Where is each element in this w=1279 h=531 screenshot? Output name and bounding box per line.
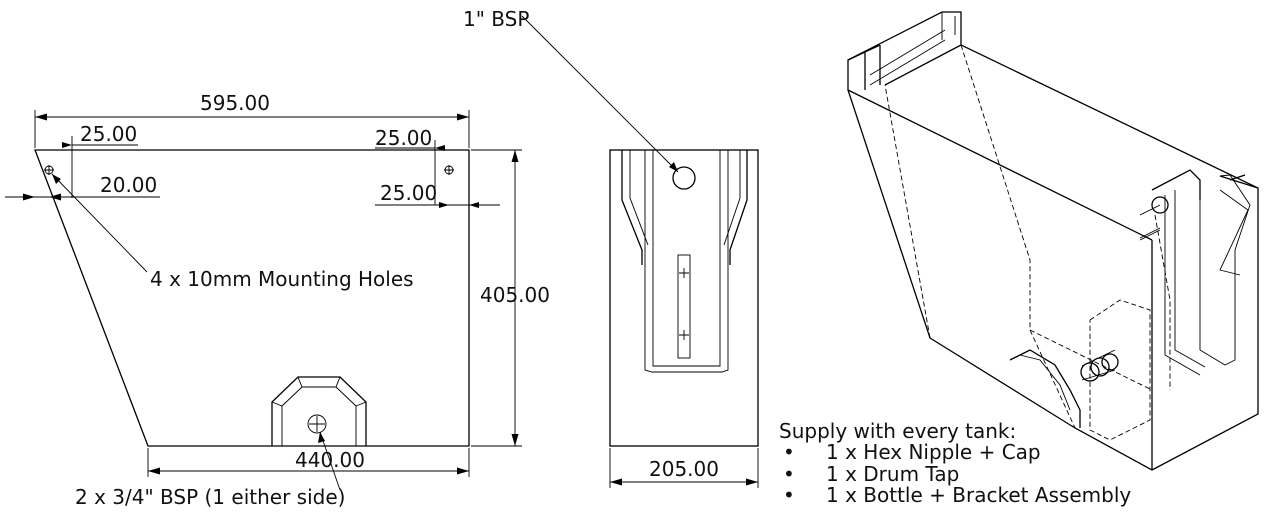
dim-width-top: 595.00 (200, 91, 270, 115)
sight-slot (677, 254, 691, 359)
notes-item: 1 x Bottle + Bracket Assembly (826, 483, 1131, 507)
label-outlet-bsp: 2 x 3/4" BSP (1 either side) (75, 485, 345, 509)
inlet-hole (672, 166, 696, 190)
dim-hole-right-x: 25.00 (375, 126, 432, 150)
outlet-hole (307, 414, 327, 434)
side-view-outline (609, 149, 759, 447)
dim-hole-left-y: 20.00 (100, 173, 157, 197)
notes-heading: Supply with every tank: (779, 419, 1016, 443)
dim-depth: 205.00 (649, 457, 719, 481)
notes-bullet: • (783, 440, 795, 464)
label-inlet-bsp: 1" BSP (463, 7, 529, 31)
dim-hole-left-x: 25.00 (80, 122, 137, 146)
notes-item: 1 x Drum Tap (826, 462, 959, 486)
front-view-outline (34, 149, 470, 447)
isometric-view (847, 11, 1259, 471)
dim-height: 405.00 (480, 283, 550, 307)
notes-bullet: • (783, 462, 795, 486)
supply-notes: Supply with every tank: • 1 x Hex Nipple… (779, 419, 1131, 507)
side-view: 205.00 1" BSP (463, 7, 759, 488)
label-mounting-holes: 4 x 10mm Mounting Holes (150, 267, 414, 291)
dim-hole-right-y: 25.00 (380, 181, 437, 205)
notes-item: 1 x Hex Nipple + Cap (826, 440, 1041, 464)
outlet-boss (271, 376, 367, 446)
notes-bullet: • (783, 483, 795, 507)
front-view: 595.00 405.00 440.00 25.00 20.00 25.00 2… (5, 91, 550, 509)
